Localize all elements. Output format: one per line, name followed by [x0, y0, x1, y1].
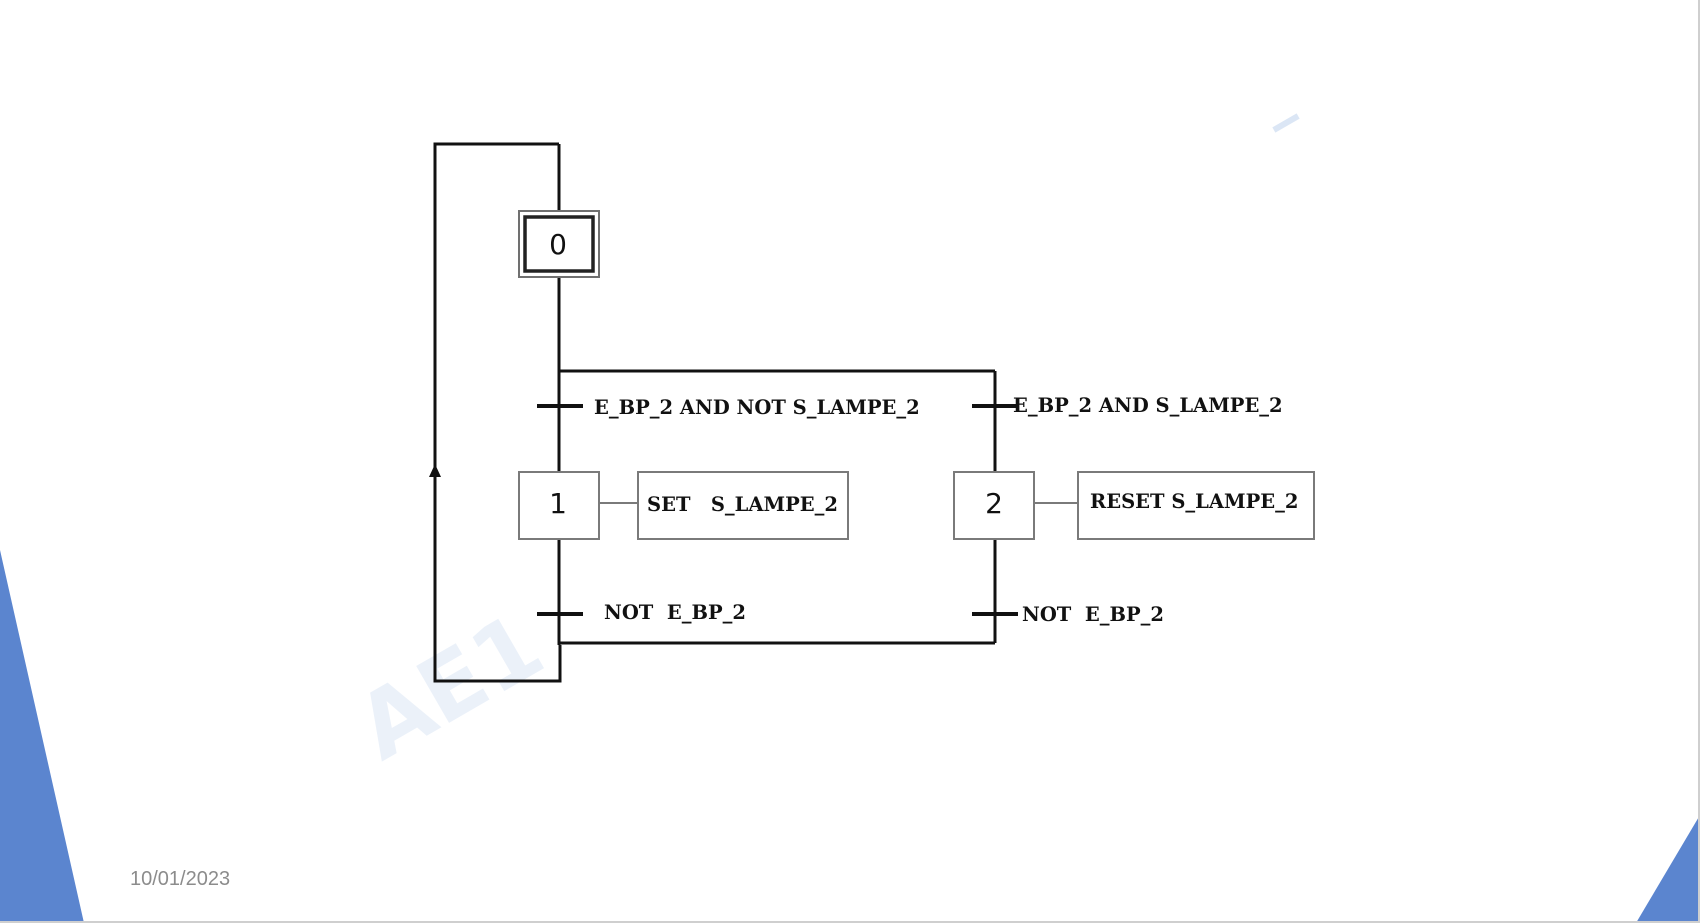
transition-label-0-2: E_BP_2 AND S_LAMPE_2	[1013, 394, 1283, 417]
initial-step-0: 0	[518, 210, 600, 278]
step-1: 1	[518, 471, 600, 540]
action-label-1: SET S_LAMPE_2	[647, 493, 838, 516]
slide-edge-right	[1698, 0, 1700, 923]
step-2: 2	[953, 471, 1035, 540]
action-box-step-2: RESET S_LAMPE_2	[1077, 471, 1315, 540]
step-number-0: 0	[549, 228, 567, 261]
transition-label-2-0: NOT E_BP_2	[1022, 603, 1164, 626]
transition-label-0-1: E_BP_2 AND NOT S_LAMPE_2	[594, 396, 920, 419]
slide-edge-bottom	[0, 921, 1700, 923]
step-number-2: 2	[985, 487, 1003, 520]
transition-label-1-0: NOT E_BP_2	[604, 601, 746, 624]
left-accent-triangle	[0, 550, 84, 923]
slide-date: 10/01/2023	[130, 868, 231, 890]
return-arrow-icon	[429, 464, 441, 477]
action-label-2: RESET S_LAMPE_2	[1090, 490, 1298, 513]
right-accent-triangle	[1636, 815, 1700, 923]
step-number-1: 1	[549, 487, 567, 520]
return-loop	[433, 142, 562, 683]
action-box-step-1: SET S_LAMPE_2	[637, 471, 849, 540]
